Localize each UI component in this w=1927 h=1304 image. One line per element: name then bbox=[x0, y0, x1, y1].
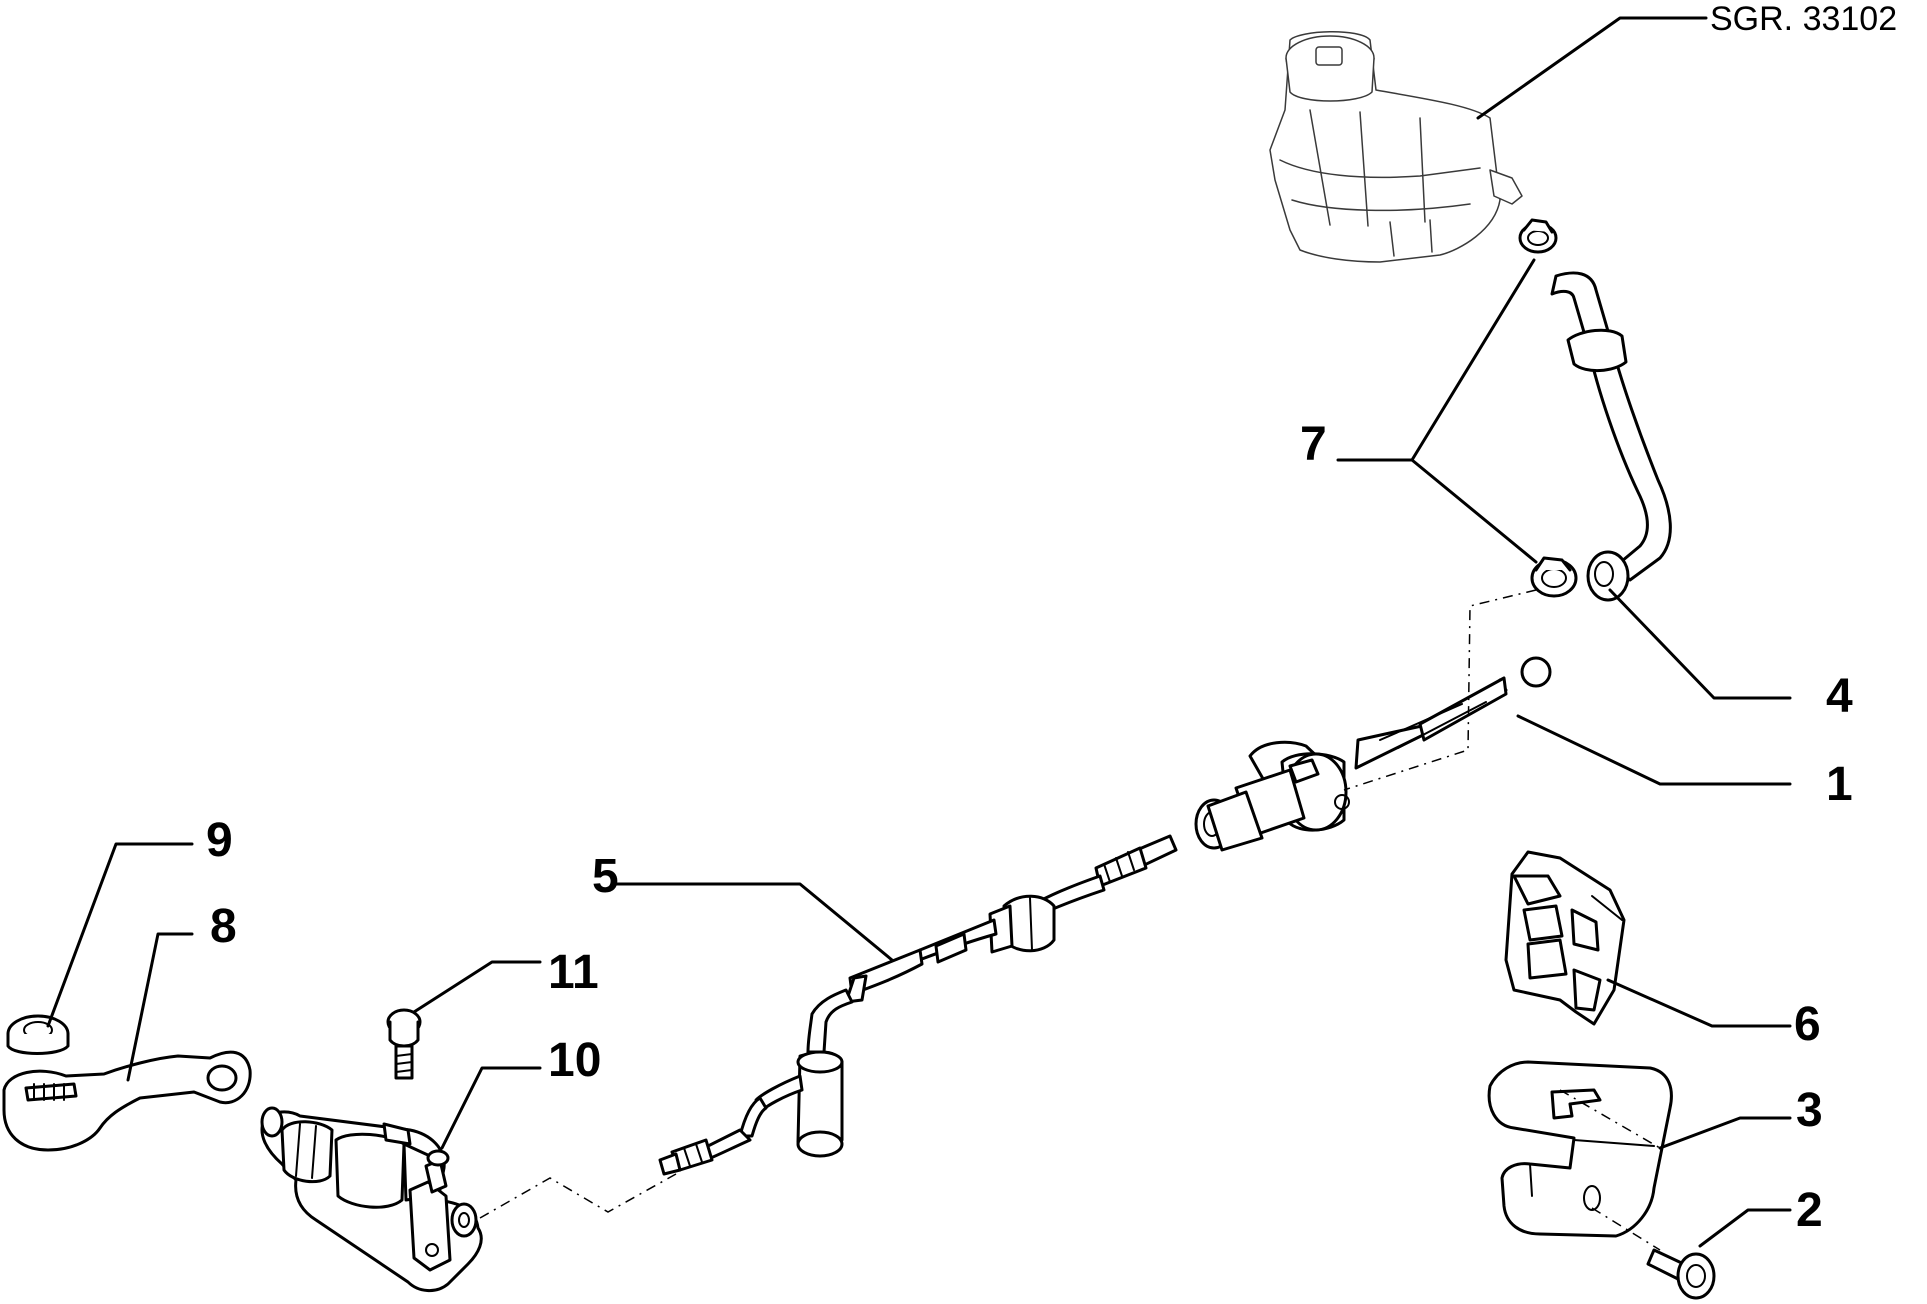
assembly-centerlines bbox=[479, 589, 1661, 1251]
hose-clip-lower bbox=[1530, 556, 1578, 598]
mounting-bracket bbox=[1504, 850, 1626, 1026]
leader-6 bbox=[1606, 978, 1792, 1028]
master-cylinder bbox=[1194, 656, 1552, 852]
callout-4: 4 bbox=[1826, 670, 1853, 723]
callout-labels: 1 2 3 4 5 6 7 8 9 10 11 bbox=[206, 418, 1853, 1237]
reservoir-tank bbox=[1269, 31, 1523, 263]
leader-5 bbox=[614, 882, 894, 962]
feed-hose bbox=[1550, 271, 1672, 602]
leader-10 bbox=[440, 1066, 542, 1150]
leader-1 bbox=[1516, 714, 1792, 786]
leader-4 bbox=[1608, 588, 1792, 700]
hydraulic-pipe bbox=[658, 834, 1178, 1176]
leader-3 bbox=[1658, 1116, 1792, 1150]
callout-11: 11 bbox=[548, 946, 599, 999]
leader-lines bbox=[46, 258, 1792, 1248]
callout-1: 1 bbox=[1826, 758, 1853, 811]
leader-7b bbox=[1410, 458, 1538, 564]
slave-cylinder-bolt bbox=[386, 1008, 422, 1080]
slave-cylinder bbox=[260, 1106, 483, 1292]
callout-8: 8 bbox=[210, 900, 237, 953]
hose-clip-upper bbox=[1518, 218, 1558, 254]
bracket-bolt bbox=[1646, 1248, 1716, 1300]
leader-8 bbox=[126, 932, 194, 1082]
release-fork bbox=[2, 1050, 252, 1152]
support-plate bbox=[1487, 1060, 1673, 1238]
leader-11 bbox=[412, 960, 542, 1014]
callout-5: 5 bbox=[592, 850, 619, 903]
washer bbox=[6, 1014, 70, 1055]
callout-2: 2 bbox=[1796, 1184, 1823, 1237]
callout-3: 3 bbox=[1796, 1084, 1823, 1137]
leader-7 bbox=[1336, 258, 1536, 462]
callout-6: 6 bbox=[1794, 998, 1821, 1051]
leader-9 bbox=[46, 842, 194, 1028]
reference-leader bbox=[1476, 16, 1708, 120]
callout-7: 7 bbox=[1300, 418, 1327, 471]
callout-10: 10 bbox=[548, 1034, 601, 1087]
leader-2 bbox=[1698, 1208, 1792, 1248]
callout-9: 9 bbox=[206, 814, 233, 867]
drawing-reference-code: SGR. 33102 bbox=[1710, 0, 1897, 38]
